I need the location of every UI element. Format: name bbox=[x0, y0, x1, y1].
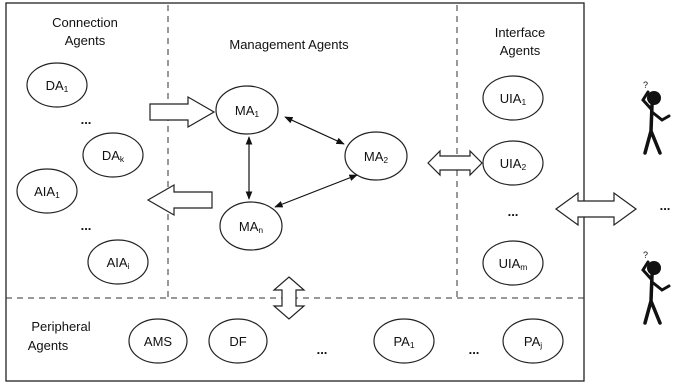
node-pa1-label: PA bbox=[393, 334, 410, 349]
node-uia2-label: UIA bbox=[500, 156, 522, 171]
node-da1: DA1 bbox=[26, 62, 88, 108]
node-df: DF bbox=[208, 318, 268, 364]
node-aiai: AIAi bbox=[87, 239, 149, 285]
block-arrow-management-interface bbox=[427, 149, 483, 177]
connection-agents-title-line2: Agents bbox=[65, 33, 106, 48]
node-ams-label: AMS bbox=[144, 334, 173, 349]
svg-text:AIA1: AIA1 bbox=[34, 184, 60, 200]
node-man: MAn bbox=[219, 201, 283, 251]
node-da1-label: DA bbox=[46, 78, 64, 93]
svg-text:MA1: MA1 bbox=[235, 103, 260, 119]
peripheral-agents-title-line2: Agents bbox=[28, 338, 69, 353]
arrow-ma2-man bbox=[274, 174, 358, 208]
svg-text:MAn: MAn bbox=[239, 219, 264, 235]
node-uiam: UIAm bbox=[482, 240, 544, 286]
node-ma1-label: MA bbox=[235, 103, 255, 118]
node-aia1-sub: 1 bbox=[55, 190, 60, 200]
node-uia1: UIA1 bbox=[482, 75, 544, 121]
svg-text:PAj: PAj bbox=[524, 334, 542, 350]
node-ma2-label: MA bbox=[364, 149, 384, 164]
arrow-ma1-ma2 bbox=[284, 116, 345, 145]
connection-agents-title-line1: Connection bbox=[52, 15, 118, 30]
user-figure-top: ? bbox=[641, 80, 671, 155]
block-arrow-peripheral bbox=[272, 276, 306, 320]
node-uiam-sub: m bbox=[520, 262, 527, 272]
interface-ellipsis: ... bbox=[508, 204, 519, 219]
svg-text:UIA2: UIA2 bbox=[500, 156, 527, 172]
interface-agents-title-line1: Interface bbox=[495, 25, 546, 40]
node-aia1-label: AIA bbox=[34, 184, 55, 199]
connection-upper-ellipsis: ... bbox=[81, 112, 92, 127]
node-pa1: PA1 bbox=[373, 318, 435, 364]
node-uia2-sub: 2 bbox=[521, 162, 526, 172]
node-aia1: AIA1 bbox=[16, 168, 78, 214]
node-ma2: MA2 bbox=[344, 131, 408, 181]
node-aiai-label: AIA bbox=[107, 255, 128, 270]
node-pa1-sub: 1 bbox=[410, 340, 415, 350]
svg-text:?: ? bbox=[643, 250, 648, 260]
node-uia1-label: UIA bbox=[500, 91, 522, 106]
users-ellipsis: ... bbox=[660, 198, 671, 213]
node-paj-label: PA bbox=[524, 334, 541, 349]
node-ams: AMS bbox=[128, 318, 188, 364]
peripheral-ellipsis-1: ... bbox=[317, 342, 328, 357]
block-arrow-to-users bbox=[554, 191, 638, 227]
node-paj: PAj bbox=[502, 318, 564, 364]
node-aiai-sub: i bbox=[128, 261, 130, 271]
svg-text:MA2: MA2 bbox=[364, 149, 389, 165]
node-dak-sub: k bbox=[120, 154, 125, 164]
svg-text:UIAm: UIAm bbox=[499, 256, 528, 272]
peripheral-ellipsis-2: ... bbox=[469, 342, 480, 357]
interface-agents-title-line2: Agents bbox=[500, 43, 541, 58]
node-ma1-sub: 1 bbox=[254, 109, 259, 119]
node-uia1-sub: 1 bbox=[521, 97, 526, 107]
node-ma1: MA1 bbox=[215, 85, 279, 135]
peripheral-agents-title-line1: Peripheral bbox=[31, 319, 90, 334]
node-ma2-sub: 2 bbox=[383, 155, 388, 165]
node-dak: DAk bbox=[82, 132, 144, 178]
block-arrow-to-connection bbox=[146, 183, 213, 217]
node-da1-sub: 1 bbox=[64, 84, 69, 94]
node-paj-sub: j bbox=[539, 340, 542, 350]
svg-text:?: ? bbox=[643, 80, 648, 90]
svg-text:DAk: DAk bbox=[102, 148, 125, 164]
node-man-label: MA bbox=[239, 219, 259, 234]
svg-text:DA1: DA1 bbox=[46, 78, 69, 94]
node-df-label: DF bbox=[229, 334, 246, 349]
node-man-sub: n bbox=[258, 225, 263, 235]
management-agents-title: Management Agents bbox=[229, 37, 349, 52]
system-boundary bbox=[5, 2, 585, 382]
svg-text:PA1: PA1 bbox=[393, 334, 414, 350]
node-dak-label: DA bbox=[102, 148, 120, 163]
connection-lower-ellipsis: ... bbox=[81, 218, 92, 233]
node-uiam-label: UIA bbox=[499, 256, 521, 271]
node-uia2: UIA2 bbox=[482, 140, 544, 186]
svg-text:AIAi: AIAi bbox=[107, 255, 130, 271]
svg-text:UIA1: UIA1 bbox=[500, 91, 527, 107]
block-arrow-to-management bbox=[149, 95, 216, 129]
user-figure-bottom: ? bbox=[641, 250, 671, 325]
